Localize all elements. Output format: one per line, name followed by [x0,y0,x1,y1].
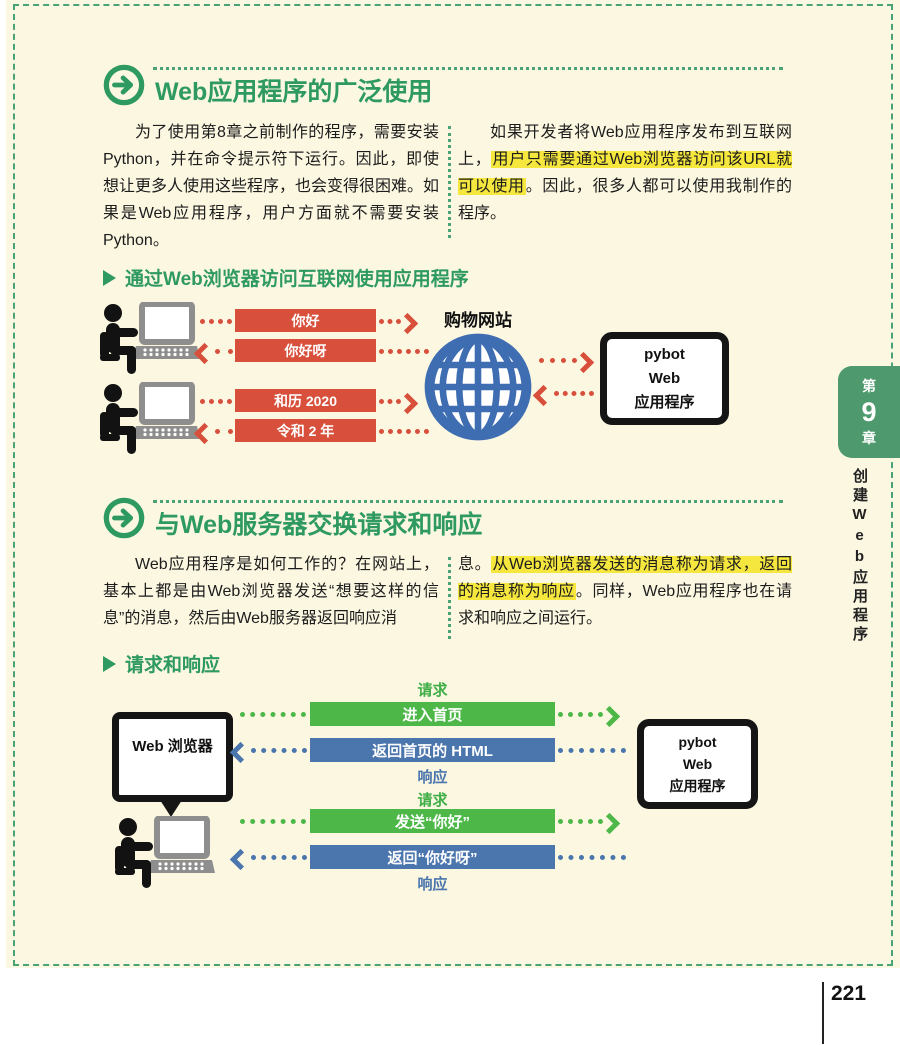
dotted-line [379,349,429,354]
dotted-line [379,429,429,434]
text-run: 。因此，很多人都可以使用我制作的程序。 [458,178,792,222]
dotted-line [215,349,233,354]
dotted-line [379,399,401,404]
request-label: 请求 [417,792,448,809]
message-bar: 你好 [235,309,376,332]
browser-monitor: Web 浏览器 [112,712,233,802]
subheading-label: 请求和响应 [125,655,221,676]
app-label-line: Web [682,756,713,772]
response-label: 响应 [417,769,448,786]
chapter-tab: 第 9 章 [838,366,900,458]
text-run: 息。 [458,556,492,573]
message-bar: 和历 2020 [235,389,376,412]
dotted-line [379,319,401,324]
section1-right-paragraph: 如果开发者将Web应用程序发布到互联网上，用户只需要通过Web浏览器访问该URL… [458,119,792,227]
app-label-line: pybot [678,734,717,750]
web-app-device: pybot Web 应用程序 [637,719,758,809]
app-label-line: 应用程序 [634,393,695,411]
dotted-line [558,712,603,717]
section1-title: Web应用程序的广泛使用 [155,78,433,106]
page-number: 221 [831,982,867,1005]
dotted-line [554,391,594,396]
section2-subheading: 请求和响应 [103,650,220,677]
triangle-bullet-icon [103,269,116,286]
person-at-laptop-icon [100,382,200,454]
section2-right-paragraph: 息。从Web浏览器发送的消息称为请求，返回的消息称为响应。同样，Web应用程序也… [458,551,792,632]
dotted-line [539,358,577,363]
request-label: 请求 [417,682,448,699]
chapter-suffix: 章 [862,430,876,446]
app-label-line: Web [648,369,681,387]
speech-bubble-tail [160,800,182,817]
message-bar: 返回“你好呀” [310,845,555,869]
chapter-prefix: 第 [862,378,876,394]
dotted-line [251,855,307,860]
response-label: 响应 [417,876,448,893]
dotted-line [200,319,232,324]
column-divider [448,557,451,639]
dotted-line [240,819,306,824]
globe-label: 购物网站 [444,311,512,330]
web-app-device: pybot Web 应用程序 [600,332,729,425]
section2-title: 与Web服务器交换请求和响应 [155,511,483,539]
page-dashed-border [13,4,893,966]
section1-left-paragraph: 为了使用第8章之前制作的程序，需要安装Python，并在命令提示符下运行。因此，… [103,124,440,249]
dotted-line [215,429,233,434]
circle-arrow-icon [103,64,145,106]
text-run: 。同样，Web应用程序也在请求和响应之间运行。 [458,583,792,627]
header-dotted-rule [153,67,783,70]
person-at-laptop-icon [100,302,200,374]
person-at-laptop-icon [115,816,215,888]
dotted-line [558,855,626,860]
message-bar: 返回首页的 HTML [310,738,555,762]
section1-subheading: 通过Web浏览器访问互联网使用应用程序 [103,264,469,291]
page-number-rule [822,982,824,1044]
dotted-line [240,712,306,717]
app-label-line: pybot [644,345,685,363]
dotted-line [251,748,307,753]
circle-arrow-icon [103,497,145,539]
header-dotted-rule [153,500,783,503]
section2-left-paragraph: Web应用程序是如何工作的？在网站上，基本上都是由Web浏览器发送“想要这样的信… [103,556,439,627]
message-bar: 令和 2 年 [235,419,376,442]
dotted-line [558,819,603,824]
message-bar: 进入首页 [310,702,555,726]
browser-label: Web 浏览器 [132,738,213,755]
chapter-number: 9 [861,397,877,427]
message-bar: 发送“你好” [310,809,555,833]
message-bar: 你好呀 [235,339,376,362]
column-divider [448,126,451,238]
app-label-line: 应用程序 [669,778,726,794]
text-run: 如果开发者将Web应用程序发布到互联网上， [458,124,792,168]
triangle-bullet-icon [103,655,116,672]
dotted-line [200,399,232,404]
globe-internet-icon [424,333,532,441]
dotted-line [558,748,626,753]
subheading-label: 通过Web浏览器访问互联网使用应用程序 [125,269,469,290]
chapter-title-vertical: 创建Web应用程序 [851,468,868,645]
